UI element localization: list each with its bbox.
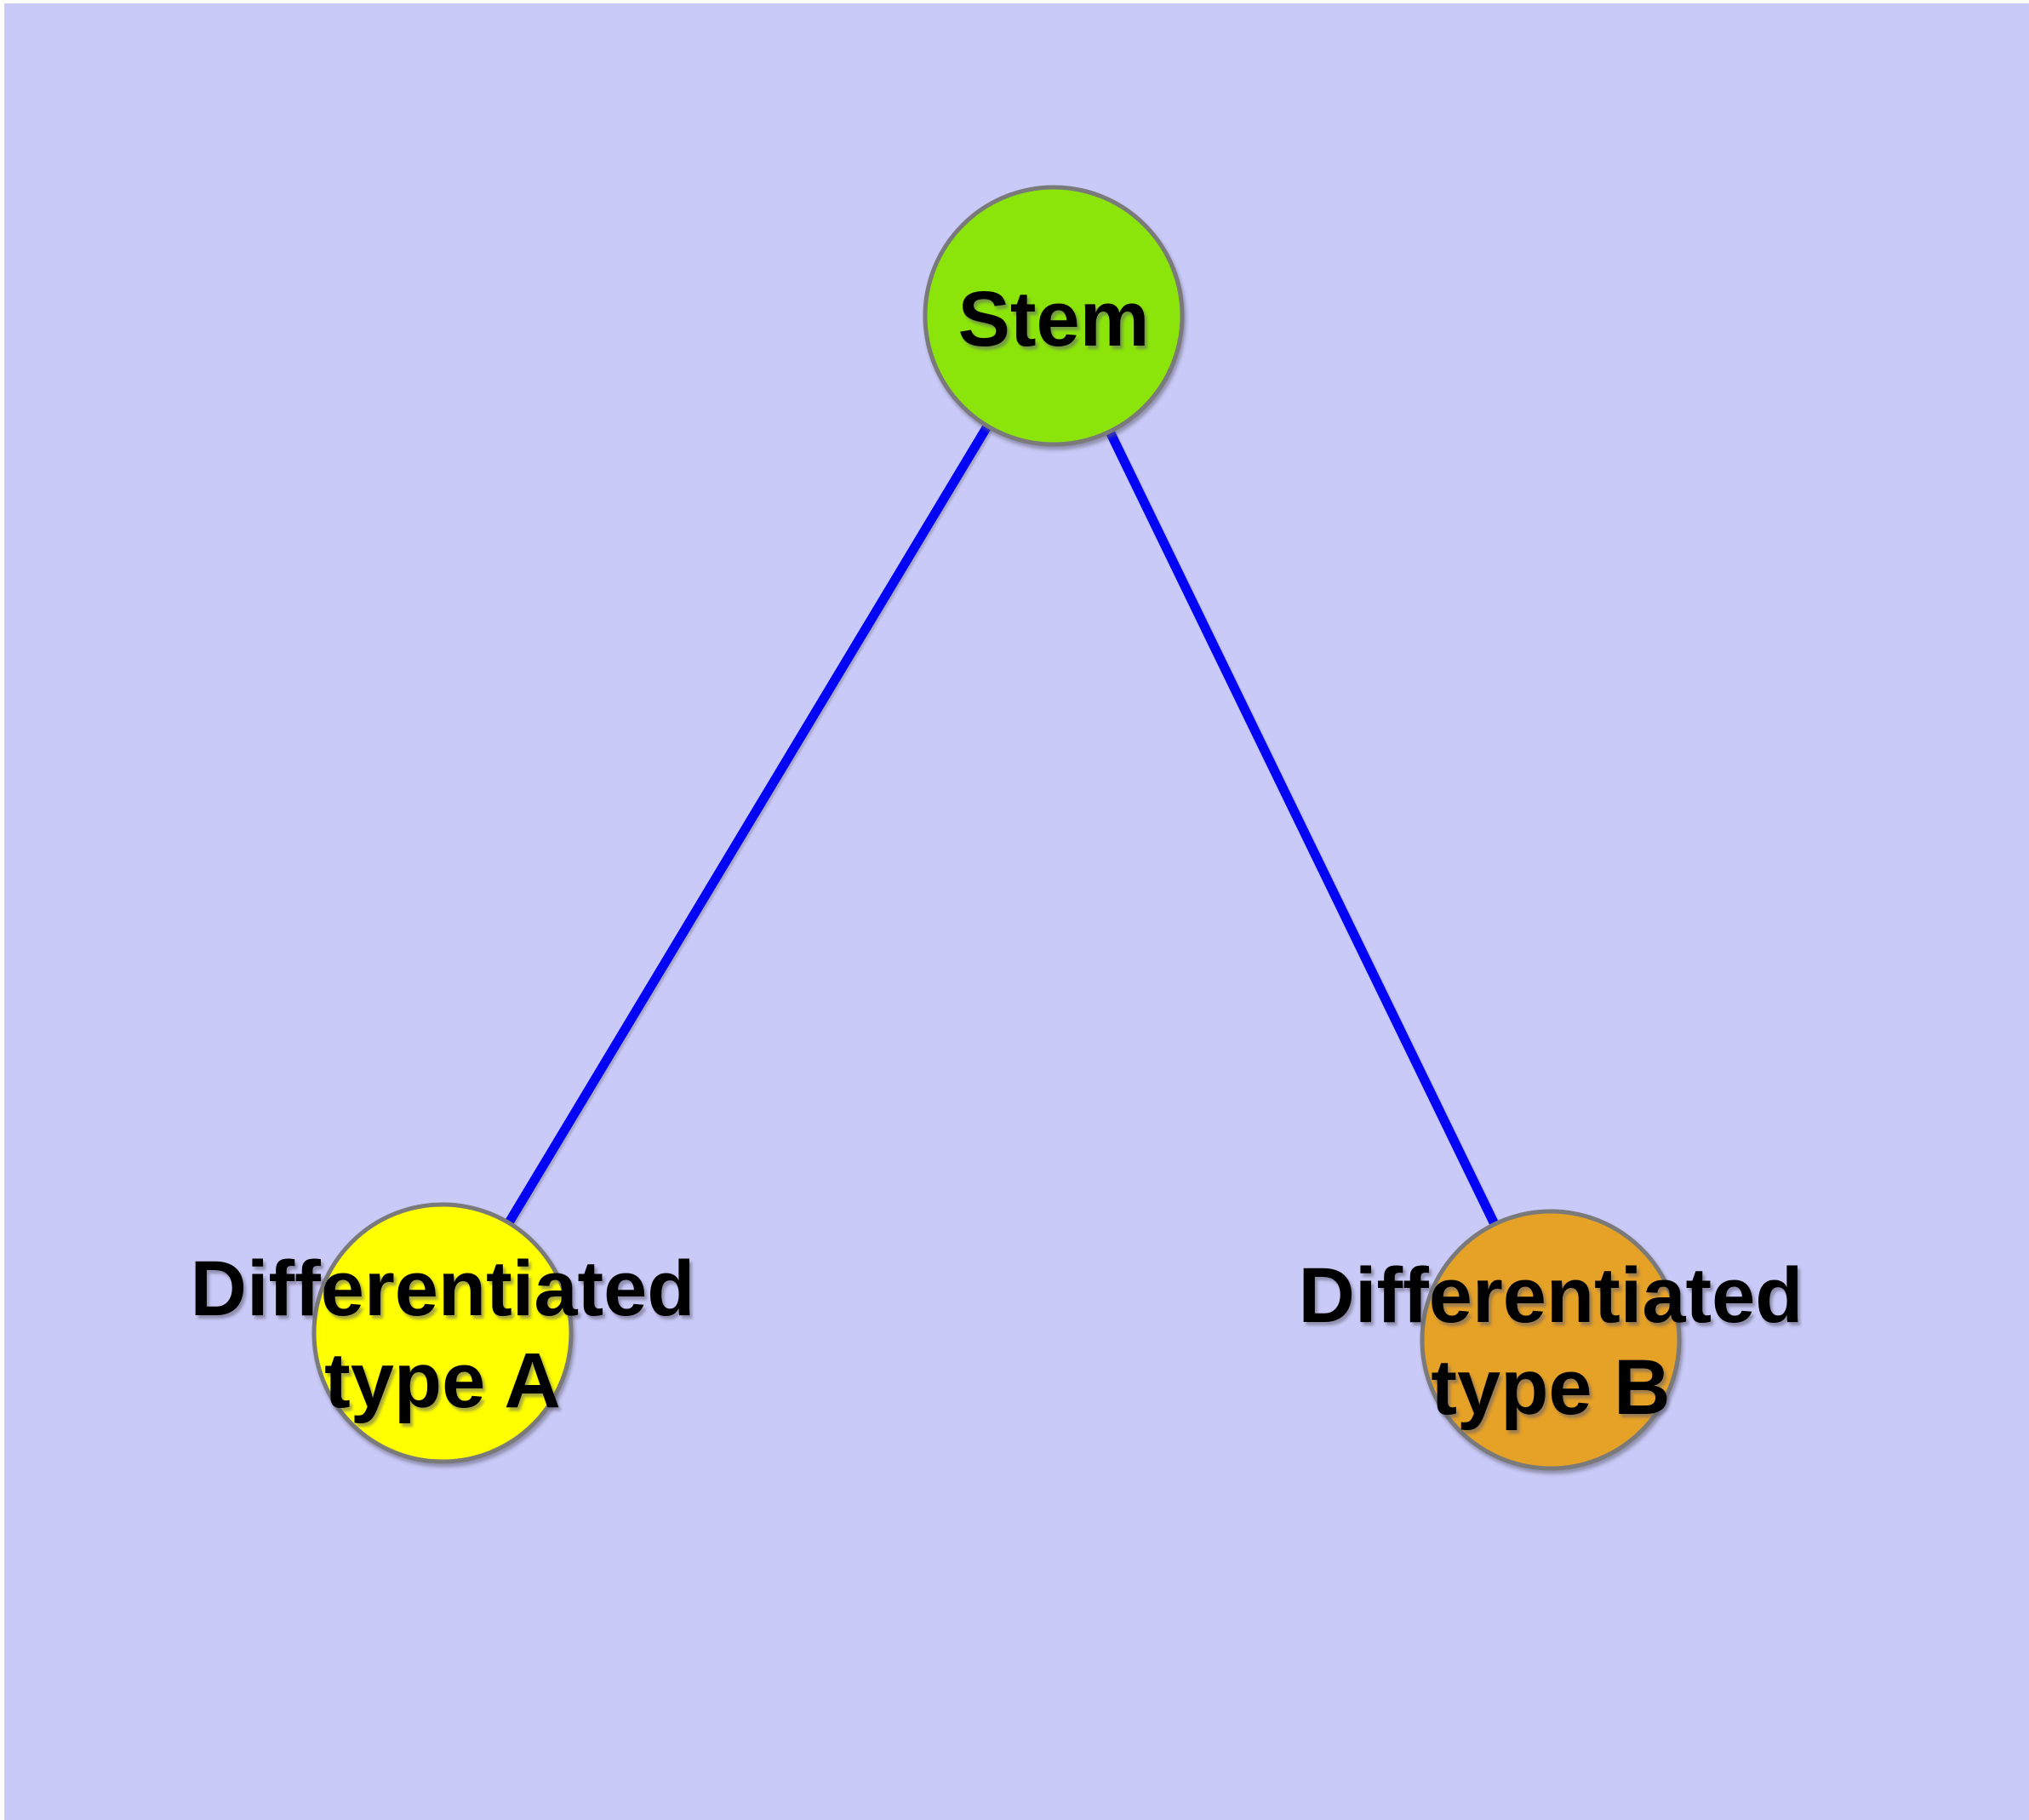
- node-stem: [923, 185, 1185, 447]
- edge-stem-to-type-a: [437, 311, 1059, 1338]
- node-differentiated-type-b: [1420, 1209, 1682, 1471]
- node-differentiated-type-a: [311, 1202, 574, 1464]
- edge-stem-to-type-b: [1049, 311, 1556, 1345]
